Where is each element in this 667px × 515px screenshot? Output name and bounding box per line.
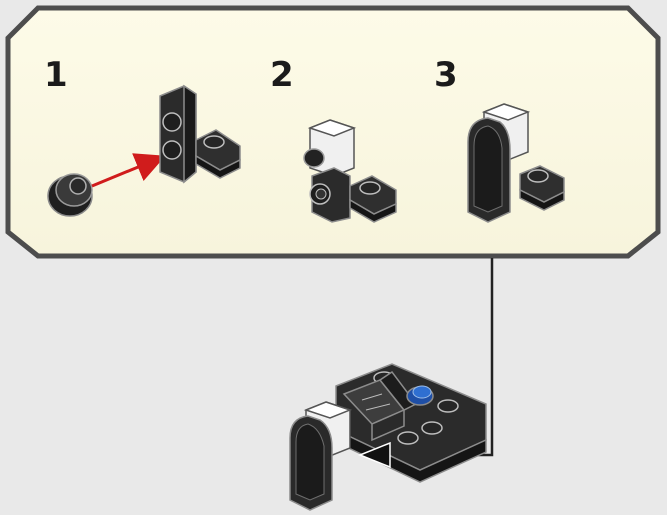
dark-slope-brick-icon (342, 370, 418, 442)
blue-round-stud-icon (406, 385, 434, 406)
step-number-1: 1 (44, 55, 68, 95)
black-round-plate-icon (47, 173, 93, 217)
step-number-3: 3 (434, 55, 458, 95)
red-arrow-icon (91, 153, 166, 188)
white-tile-icon (303, 119, 357, 177)
final-model (289, 363, 487, 511)
black-curved-slope-icon (467, 117, 565, 223)
step-number-2: 2 (270, 55, 294, 95)
black-bracket-brick-icon (309, 167, 397, 223)
connector-arrowhead-icon (357, 441, 391, 469)
black-bracket-brick-icon (159, 84, 241, 184)
